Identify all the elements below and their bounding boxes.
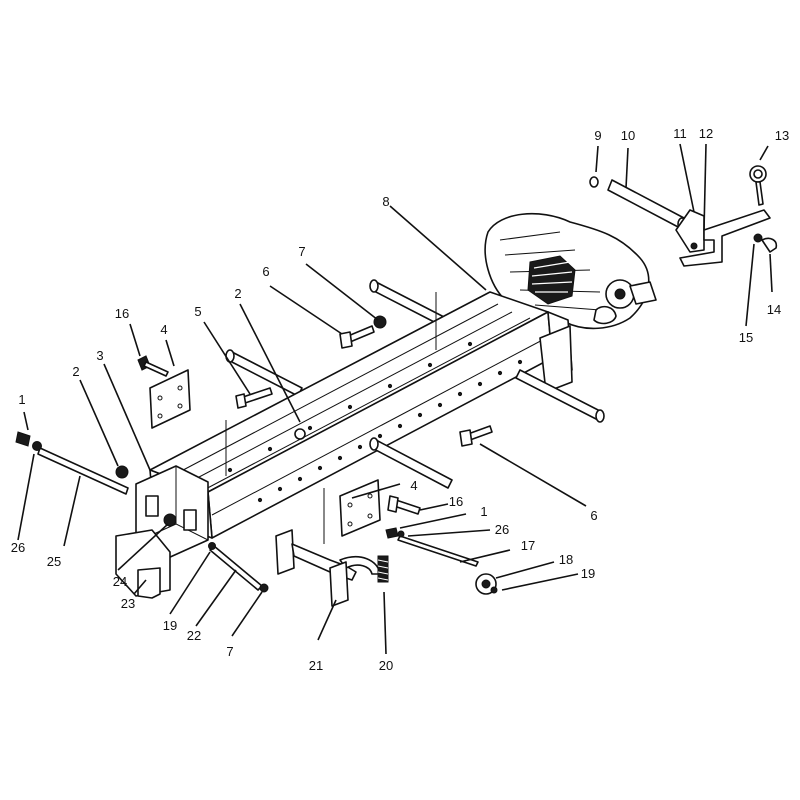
- bracket-12: [679, 209, 771, 267]
- nut-24: [163, 513, 177, 527]
- engine-cooling-fins: [527, 255, 576, 305]
- callout-17: 17: [521, 538, 535, 553]
- callout-8: 8: [382, 194, 389, 209]
- spring-20: [377, 555, 389, 583]
- bolt-5: [235, 387, 273, 409]
- nut-19-left: [208, 542, 216, 550]
- callout-2: 2: [72, 364, 79, 379]
- rod-17: [397, 535, 479, 567]
- callout-labels: 1 1 2 2 3 4 4 5 6 6 7 7 8 9 10 11 12 13 …: [11, 126, 789, 673]
- rod-10: [607, 179, 685, 229]
- nut-19-right: [490, 586, 498, 594]
- frame-bushing: [294, 428, 306, 440]
- frame-guide-lines: [225, 292, 437, 476]
- callout-25: 25: [47, 554, 61, 569]
- callout-14: 14: [767, 302, 781, 317]
- mount-plate-lower: [339, 479, 381, 537]
- callout-22: 22: [187, 628, 201, 643]
- front-rod-center: [369, 437, 453, 489]
- callout-24: 24: [113, 574, 127, 589]
- callout-2: 2: [234, 286, 241, 301]
- callout-6: 6: [262, 264, 269, 279]
- lever-21: [275, 529, 381, 607]
- callout-3: 3: [96, 348, 103, 363]
- callout-19: 19: [581, 566, 595, 581]
- callout-6: 6: [590, 508, 597, 523]
- callout-9: 9: [594, 128, 601, 143]
- callout-11: 11: [673, 126, 687, 141]
- callout-19: 19: [163, 618, 177, 633]
- bolt-16-lower: [387, 495, 421, 515]
- engine-assembly: [484, 212, 657, 330]
- callout-1: 1: [480, 504, 487, 519]
- bolt-6-lower: [459, 425, 493, 447]
- frame-holes: [227, 341, 523, 503]
- bolt-1-left: [15, 431, 31, 447]
- callout-26: 26: [11, 540, 25, 555]
- bolt-1-right: [385, 527, 399, 539]
- bolt-6-upper: [339, 325, 375, 349]
- callout-18: 18: [559, 552, 573, 567]
- rod-22: [209, 545, 263, 591]
- callout-21: 21: [309, 658, 323, 673]
- callout-15: 15: [739, 330, 753, 345]
- leader-lines: [17, 143, 773, 655]
- lower-bracket: [115, 529, 171, 599]
- callout-1: 1: [18, 392, 25, 407]
- collar-2-left: [115, 465, 129, 479]
- washer-26-left: [32, 441, 42, 451]
- callout-13: 13: [775, 128, 789, 143]
- rod-25: [37, 447, 129, 495]
- callout-26: 26: [495, 522, 509, 537]
- callout-23: 23: [121, 596, 135, 611]
- pin-14: [761, 237, 778, 253]
- callout-12: 12: [699, 126, 713, 141]
- main-frame: [149, 291, 573, 539]
- callout-16: 16: [449, 494, 463, 509]
- nut-15: [753, 233, 763, 243]
- bolt-16-upper: [137, 355, 169, 377]
- callout-16: 16: [115, 306, 129, 321]
- washer-9: [589, 176, 599, 188]
- callout-5: 5: [194, 304, 201, 319]
- front-rod-right: [515, 369, 605, 423]
- callout-20: 20: [379, 658, 393, 673]
- callout-10: 10: [621, 128, 635, 143]
- callout-4: 4: [160, 322, 167, 337]
- callout-4: 4: [410, 478, 417, 493]
- callout-7: 7: [298, 244, 305, 259]
- nut-7-lower: [259, 583, 269, 593]
- washer-26-right: [397, 530, 405, 538]
- eye-bolt-13: [749, 165, 767, 206]
- callout-7: 7: [226, 644, 233, 659]
- mount-plate-upper: [149, 369, 191, 429]
